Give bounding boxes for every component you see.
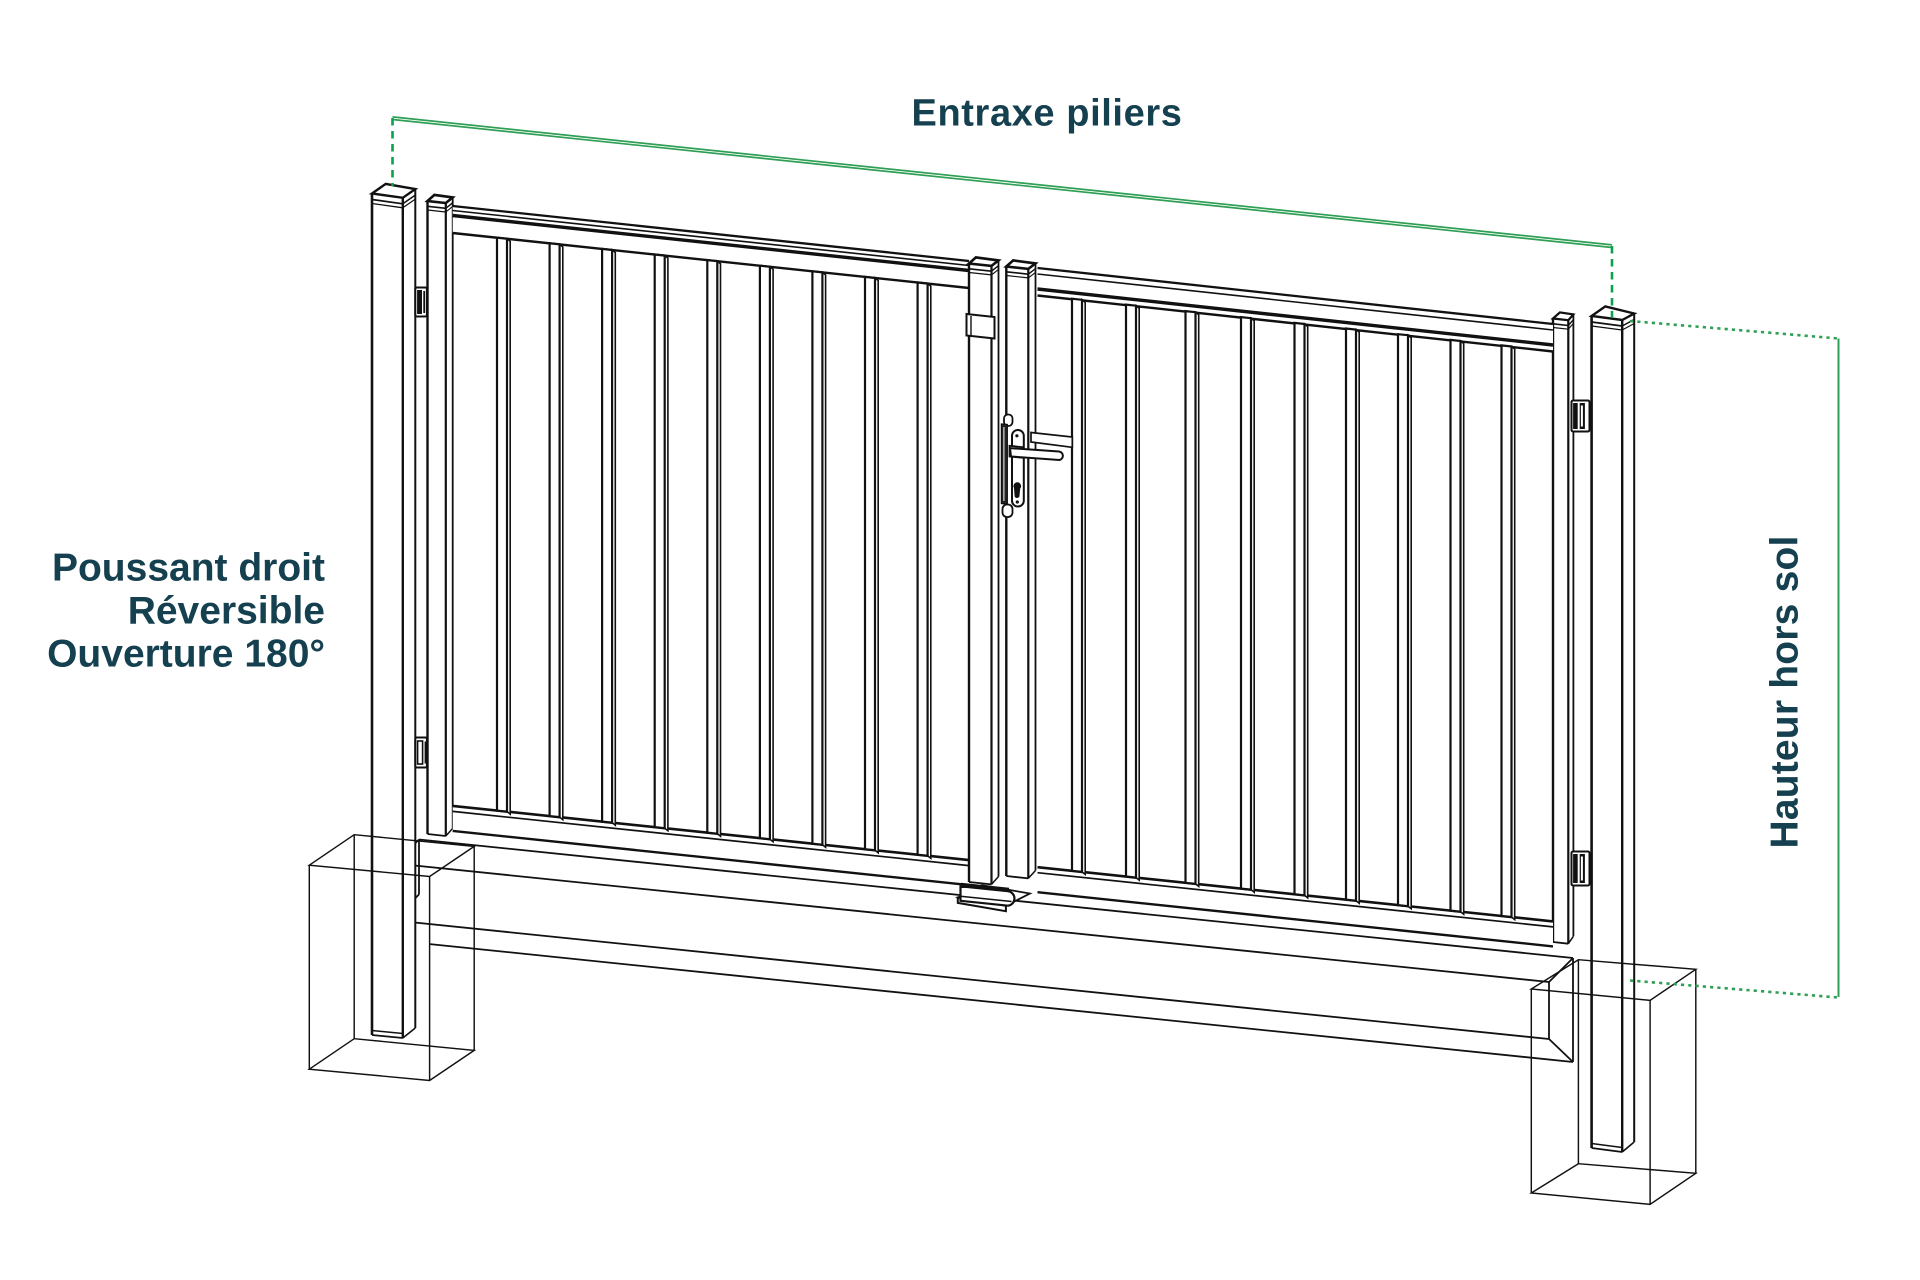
svg-text:Entraxe piliers: Entraxe piliers xyxy=(912,93,1183,135)
svg-text:Ouverture 180°: Ouverture 180° xyxy=(47,633,325,676)
svg-text:Réversible: Réversible xyxy=(128,590,325,633)
svg-text:Poussant droit: Poussant droit xyxy=(52,547,325,590)
svg-text:Hauteur hors sol: Hauteur hors sol xyxy=(1764,535,1807,848)
